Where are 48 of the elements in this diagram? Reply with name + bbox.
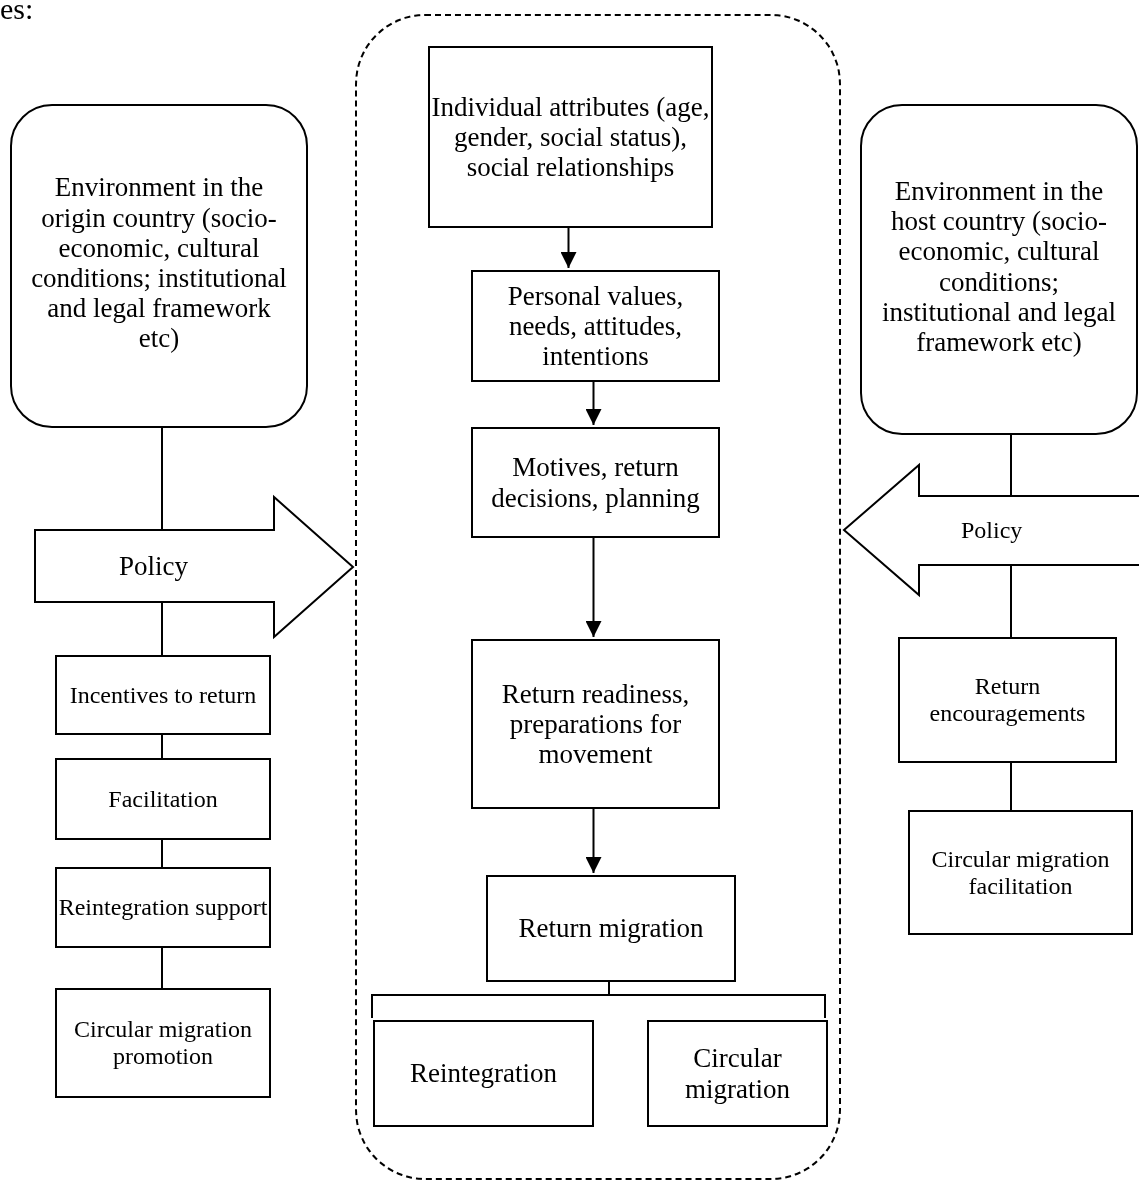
node-label: Policy (119, 550, 188, 582)
node-label: Circular migration promotion (73, 1016, 253, 1070)
dashed-region (355, 14, 841, 1180)
node-label: Reintegration support (58, 894, 268, 921)
connector-line (161, 601, 163, 656)
arrow (585, 806, 602, 874)
node-label: Return migration (518, 913, 704, 944)
connector-line (1010, 762, 1012, 811)
process-box (55, 988, 271, 1098)
process-box (647, 1020, 828, 1127)
rounded-box (860, 104, 1138, 435)
node-label: Facilitation (108, 785, 218, 813)
connector-line (161, 839, 163, 868)
process-box (55, 655, 271, 735)
process-box (428, 46, 713, 228)
node-label: Circular migration facilitation (930, 845, 1111, 900)
process-box (908, 810, 1133, 935)
node-label: Return encouragements (928, 673, 1087, 727)
arrow (560, 225, 577, 269)
node-label: Environment in the host country (socio-economic, cultural conditions; institutional and legal framework etc) (881, 175, 1117, 358)
node-label: Reintegration (410, 1058, 557, 1089)
node-label: Circular migration (684, 1043, 791, 1104)
process-box (373, 1020, 594, 1127)
connector-line (1010, 564, 1012, 638)
node-label: Personal values, needs, attitudes, intentions (506, 280, 685, 372)
process-box (898, 637, 1117, 763)
pointed-banner (34, 496, 354, 638)
node-label: Incentives to return (69, 681, 257, 709)
text-fragment: es: (0, 0, 34, 26)
node-label: Policy (961, 517, 1023, 544)
arrow (585, 535, 602, 638)
node-label: Environment in the origin country (socio-economic, cultural conditions; institutional and legal framework etc) (30, 172, 288, 354)
process-box (55, 867, 271, 948)
process-box (471, 639, 720, 809)
node-label: Motives, return decisions, planning (490, 452, 701, 513)
connector-line (161, 947, 163, 989)
pointed-banner (843, 464, 1139, 596)
node-label: Return readiness, preparations for movement (500, 678, 691, 770)
node-label: Individual attributes (age, gender, social status), social relationships (430, 91, 711, 183)
connector-line (1010, 434, 1012, 497)
rounded-box (10, 104, 308, 428)
process-box (471, 270, 720, 382)
arrow (585, 379, 602, 426)
connector-line (161, 427, 163, 531)
connector-line (161, 734, 163, 759)
process-box (471, 427, 720, 538)
process-box (486, 875, 736, 982)
process-box (55, 758, 271, 840)
